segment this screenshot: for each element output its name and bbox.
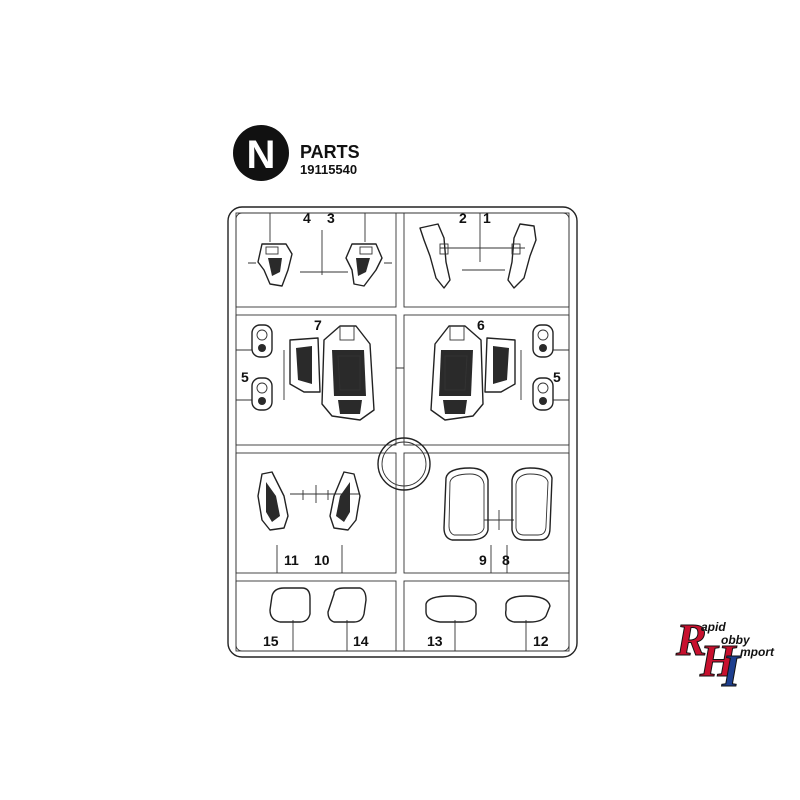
- part-14-lens: [327, 587, 367, 623]
- part-7-side-housing: [289, 337, 321, 393]
- parts-group-2-1: [419, 213, 537, 289]
- logo-word-mport: mport: [740, 645, 775, 659]
- logo-letter-r: R: [675, 614, 707, 665]
- part-number: 19115540: [300, 162, 357, 177]
- part-15-lens: [269, 587, 311, 623]
- label-part-12: 12: [533, 633, 549, 649]
- part-6-side-housing: [484, 337, 516, 393]
- part-5-lens-left-lower: [251, 377, 273, 411]
- label-part-5-left: 5: [241, 369, 249, 385]
- logo-word-apid: apid: [701, 620, 726, 634]
- parts-group-4-3: [248, 213, 392, 287]
- part-3-bracket: [345, 243, 383, 287]
- logo-letter-i: I: [721, 645, 742, 696]
- logo-letter-h: H: [699, 635, 737, 686]
- label-part-15: 15: [263, 633, 279, 649]
- part-number-labels: 4 3 2 1 7 6 5 5 11 10 9 8 15 14 13 12: [241, 210, 561, 649]
- parts-group-13-12: [425, 595, 551, 651]
- parts-group-6-5: [430, 324, 569, 421]
- part-5-lens-right-upper: [532, 324, 554, 358]
- parts-group-5-7: [236, 324, 404, 421]
- part-4-bracket: [257, 243, 293, 287]
- parts-letter: N: [247, 133, 276, 177]
- part-8-lens: [511, 467, 553, 541]
- parts-title: PARTS: [300, 142, 360, 162]
- label-part-5-right: 5: [553, 369, 561, 385]
- part-2-fender: [419, 223, 451, 289]
- part-1-fender: [507, 223, 537, 289]
- logo-word-obby: obby: [721, 633, 751, 647]
- part-13-lens: [425, 595, 477, 623]
- label-part-3: 3: [327, 210, 335, 226]
- parts-group-15-14: [269, 587, 367, 651]
- label-part-4: 4: [303, 210, 311, 226]
- part-12-lens: [504, 595, 551, 623]
- inner-frame: [235, 212, 570, 652]
- label-part-14: 14: [353, 633, 369, 649]
- cell-g: [235, 580, 397, 652]
- label-part-8: 8: [502, 552, 510, 568]
- label-part-7: 7: [314, 317, 322, 333]
- cell-b: [403, 212, 570, 308]
- label-part-13: 13: [427, 633, 443, 649]
- parts-group-11-10: [257, 471, 361, 573]
- outer-frame: [227, 206, 578, 658]
- part-10-lamp: [329, 471, 361, 531]
- center-gate-inner: [381, 441, 427, 487]
- cell-h: [403, 580, 570, 652]
- cell-e: [235, 452, 397, 574]
- cell-c: [235, 314, 397, 446]
- part-5-lens-right-lower: [532, 377, 554, 411]
- part-5-lens-left-upper: [251, 324, 273, 358]
- parts-group-9-8: [443, 467, 553, 573]
- center-gate-ring: [377, 437, 431, 491]
- label-part-1: 1: [483, 210, 491, 226]
- label-part-11: 11: [284, 552, 299, 568]
- label-part-10: 10: [314, 552, 330, 568]
- part-11-lamp: [257, 471, 289, 531]
- cell-f: [403, 452, 570, 574]
- label-part-2: 2: [459, 210, 467, 226]
- label-part-6: 6: [477, 317, 485, 333]
- parts-header: N PARTS 19115540: [233, 125, 360, 181]
- cell-a: [235, 212, 397, 308]
- cell-d: [403, 314, 570, 446]
- rhi-logo: R H I apid obby mport: [675, 614, 776, 697]
- sprue-frame: [227, 206, 578, 658]
- part-9-lens: [443, 467, 489, 541]
- label-part-9: 9: [479, 552, 487, 568]
- letter-badge: [233, 125, 289, 181]
